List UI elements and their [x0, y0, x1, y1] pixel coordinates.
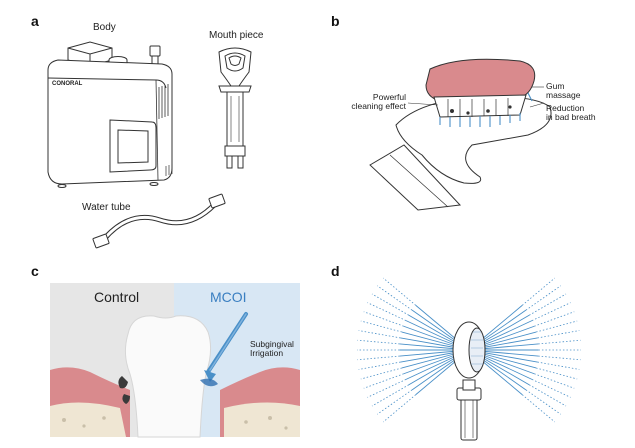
gum-massage-line2: massage — [546, 90, 581, 100]
spray-ray-dotted — [357, 355, 400, 361]
gum-massage-label: Gum massage — [546, 82, 581, 100]
powerful-cleaning-label: Powerful cleaning effect — [336, 93, 406, 111]
panel-letter-c: c — [31, 263, 39, 279]
powerful-cleaning-line1: Powerful — [372, 92, 406, 102]
spray-ray-dotted — [537, 330, 580, 339]
spray-pattern-illustration — [357, 277, 581, 441]
spray-ray-dotted — [363, 373, 404, 389]
water-tube-illustration — [92, 193, 226, 249]
spray-ray-dotted — [363, 311, 404, 327]
spray-ray-dotted — [360, 320, 403, 333]
powerful-cleaning-line2: cleaning effect — [351, 101, 406, 111]
spray-ray-dotted — [528, 384, 567, 407]
mouthpiece-label: Mouth piece — [209, 30, 264, 41]
spray-ray-dotted — [360, 367, 403, 380]
spray-ray-dotted — [535, 367, 578, 380]
mouthpiece-illustration — [218, 47, 252, 169]
spray-ray-dotted — [521, 277, 556, 306]
spray-ray-dotted — [531, 378, 571, 398]
spray-ray-dotted — [538, 339, 581, 345]
spray-ray-dotted — [525, 389, 561, 415]
spray-ray-dotted — [525, 285, 561, 311]
tooth-cross-section-illustration — [50, 312, 300, 438]
panel-letter-a: a — [31, 13, 39, 29]
gum-massage-line1: Gum — [546, 81, 565, 91]
water-tube-label: Water tube — [82, 202, 131, 213]
mouthpiece-in-use-illustration — [369, 58, 552, 211]
device-brand-text: CONORAL — [52, 81, 83, 87]
spray-ray-dotted — [367, 378, 407, 398]
bad-breath-line2: in bad breath — [546, 112, 596, 122]
bad-breath-label: Reduction in bad breath — [546, 104, 596, 122]
spray-ray-dotted — [358, 361, 401, 370]
spray-ray-dotted — [534, 373, 575, 389]
mcoi-label: MCOI — [210, 289, 247, 305]
irrigation-line1: Subgingival — [250, 339, 294, 349]
spray-ray-dotted — [382, 394, 417, 423]
spray-ray-dotted — [531, 302, 571, 322]
control-label: Control — [94, 289, 140, 305]
panel-letter-d: d — [331, 263, 340, 279]
spray-ray-dotted — [377, 389, 413, 415]
bad-breath-line1: Reduction — [546, 103, 585, 113]
device-body-illustration — [47, 41, 173, 188]
spray-ray-dotted — [371, 293, 410, 316]
irrigation-label: Subgingival Irrigation — [250, 340, 294, 358]
spray-ray-dotted — [528, 293, 567, 316]
spray-ray-dotted — [382, 277, 417, 306]
spray-ray-dotted — [538, 355, 581, 361]
body-label: Body — [93, 22, 116, 33]
panel-letter-b: b — [331, 13, 340, 29]
spray-ray-dotted — [377, 285, 413, 311]
spray-ray-dotted — [537, 361, 580, 370]
spray-ray-dotted — [535, 320, 578, 333]
spray-ray-dotted — [357, 339, 400, 345]
spray-ray-dotted — [358, 330, 401, 339]
spray-ray-dotted — [371, 384, 410, 407]
spray-ray-dotted — [521, 394, 556, 423]
spray-ray-dotted — [367, 302, 407, 322]
irrigation-line2: Irrigation — [250, 348, 284, 358]
spray-ray-dotted — [534, 311, 575, 327]
